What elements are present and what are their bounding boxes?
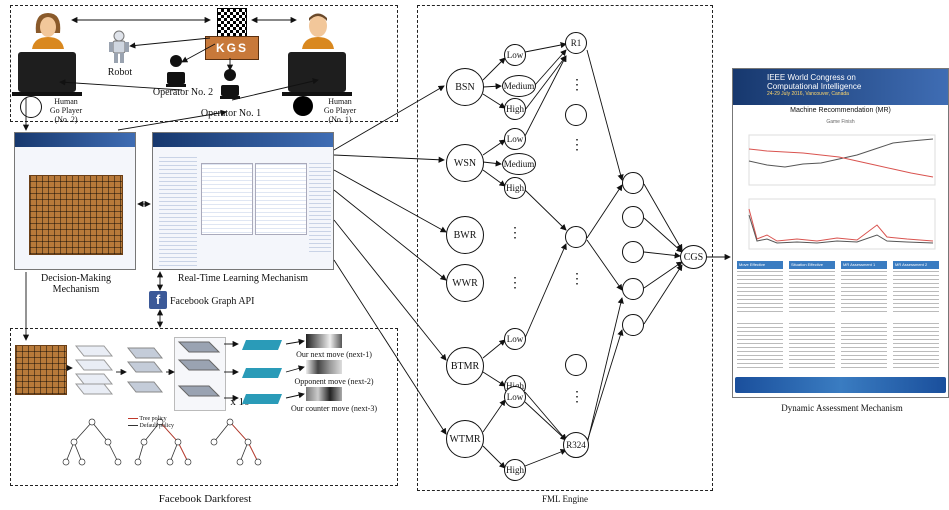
agg-node-1	[622, 172, 644, 194]
darkforest-box	[10, 328, 398, 486]
operator-1-icon	[218, 68, 242, 100]
output-layer-2	[240, 366, 284, 378]
rule-node-3	[565, 226, 587, 248]
next-move-heatmap	[306, 334, 342, 348]
wtmr-high: High	[504, 459, 526, 481]
wsn-medium: Medium	[502, 153, 536, 175]
counter-move-heatmap	[306, 387, 342, 401]
ellipsis-rules-4: ⋮	[570, 390, 584, 405]
mr-heading: Machine Recommendation (MR)	[790, 107, 891, 114]
wsn-high: High	[504, 177, 526, 199]
sponsor-logos-bar	[735, 377, 946, 393]
agg-node-4	[622, 278, 644, 300]
fml-engine-box	[417, 5, 713, 491]
opponent-move-heatmap	[306, 360, 342, 374]
table-header-1: Move Effective	[737, 261, 783, 269]
darkforest-board	[15, 345, 67, 395]
real-time-learning-label: Real-Time Learning Mechanism	[177, 273, 309, 284]
rule-r1: R1	[565, 32, 587, 54]
mr-line-chart-1	[748, 134, 936, 186]
ieee-banner: IEEE World Congress on Computational Int…	[733, 69, 948, 105]
facebook-graph-api-label: Facebook Graph API	[170, 296, 255, 307]
kgs-logo: KGS	[205, 36, 259, 60]
black-stone-icon	[293, 96, 313, 116]
mr-line-chart-2	[748, 198, 936, 250]
laptop-base-player-1	[282, 92, 352, 96]
cnn-input-layers	[72, 340, 116, 398]
x10-label: x 10	[230, 396, 250, 408]
table-header-2: Situation Effective	[789, 261, 835, 269]
mcts-trees	[60, 414, 290, 476]
btmr-low: Low	[504, 328, 526, 350]
human-player-2-avatar	[30, 11, 66, 49]
ellipsis-bwr: ⋮	[508, 226, 522, 241]
decision-making-screenshot	[14, 132, 136, 270]
cgs-output-node: CGS	[680, 245, 707, 269]
mr-tables: Move Effective Situation Effective MR As…	[737, 261, 947, 373]
agg-node-5	[622, 314, 644, 336]
robot-label: Robot	[107, 67, 133, 78]
fml-input-wsn: WSN	[446, 144, 484, 182]
tree-legend-default-policy: Default policy	[139, 423, 175, 429]
real-time-learning-screenshot	[152, 132, 334, 270]
fml-input-bsn: BSN	[446, 68, 484, 106]
ellipsis-wwr: ⋮	[508, 276, 522, 291]
mr-subheading: Game Finish	[826, 119, 855, 125]
output-layer-3	[240, 392, 284, 404]
laptop-player-2	[18, 52, 76, 92]
wtmr-low: Low	[504, 386, 526, 408]
players-box	[10, 5, 398, 122]
fml-input-wwr: WWR	[446, 264, 484, 302]
rule-r324: R324	[563, 432, 589, 458]
banner-line-2: Computational Intelligence	[767, 82, 862, 91]
fml-input-bwr: BWR	[446, 216, 484, 254]
go-board	[29, 175, 123, 255]
laptop-base-player-2	[12, 92, 82, 96]
operator-2-label: Operator No. 2	[152, 87, 214, 98]
dynamic-assessment-screenshot: IEEE World Congress on Computational Int…	[732, 68, 949, 398]
robot-icon	[108, 30, 130, 64]
table-header-4: MR Assessment 2	[893, 261, 939, 269]
rule-node-2	[565, 104, 587, 126]
kgs-qr-icon	[217, 8, 247, 38]
dynamic-assessment-title: Dynamic Assessment Mechanism	[781, 403, 903, 413]
agg-node-3	[622, 241, 644, 263]
bsn-medium: Medium	[502, 75, 536, 97]
output-layer-1	[240, 338, 284, 350]
bsn-high: High	[504, 98, 526, 120]
rule-node-4	[565, 354, 587, 376]
tree-legend-tree-policy: Tree policy	[139, 416, 167, 422]
banner-line-3: 24-29 July 2016, Vancouver, Canada	[767, 91, 849, 97]
laptop-player-1	[288, 52, 346, 92]
cnn-hidden-layers	[126, 346, 166, 398]
kgs-label: KGS	[215, 41, 248, 55]
ellipsis-rules-1: ⋮	[570, 78, 584, 93]
facebook-graph-api-icon: f	[149, 291, 167, 309]
operator-1-label: Operator No. 1	[200, 108, 262, 119]
human-player-1-avatar	[300, 11, 336, 49]
ellipsis-rules-3: ⋮	[570, 272, 584, 287]
fml-input-btmr: BTMR	[446, 347, 484, 385]
fml-input-wtmr: WTMR	[446, 420, 484, 458]
ellipsis-rules-2: ⋮	[570, 138, 584, 153]
agg-node-2	[622, 206, 644, 228]
bsn-low: Low	[504, 44, 526, 66]
counter-move-label: Our counter move (next-3)	[291, 404, 377, 413]
wsn-low: Low	[504, 128, 526, 150]
opponent-move-label: Opponent move (next-2)	[294, 377, 374, 386]
cnn-deep-layers	[174, 337, 226, 411]
table-header-3: MR Assessment 1	[841, 261, 887, 269]
operator-2-icon	[164, 54, 188, 88]
tree-legend: Tree policy Default policy	[128, 416, 198, 430]
fml-engine-title: FML Engine	[542, 494, 588, 504]
next-move-label: Our next move (next-1)	[296, 350, 372, 359]
banner-line-1: IEEE World Congress on	[767, 73, 856, 82]
darkforest-title: Facebook Darkforest	[158, 493, 252, 505]
white-stone-icon	[20, 96, 42, 118]
